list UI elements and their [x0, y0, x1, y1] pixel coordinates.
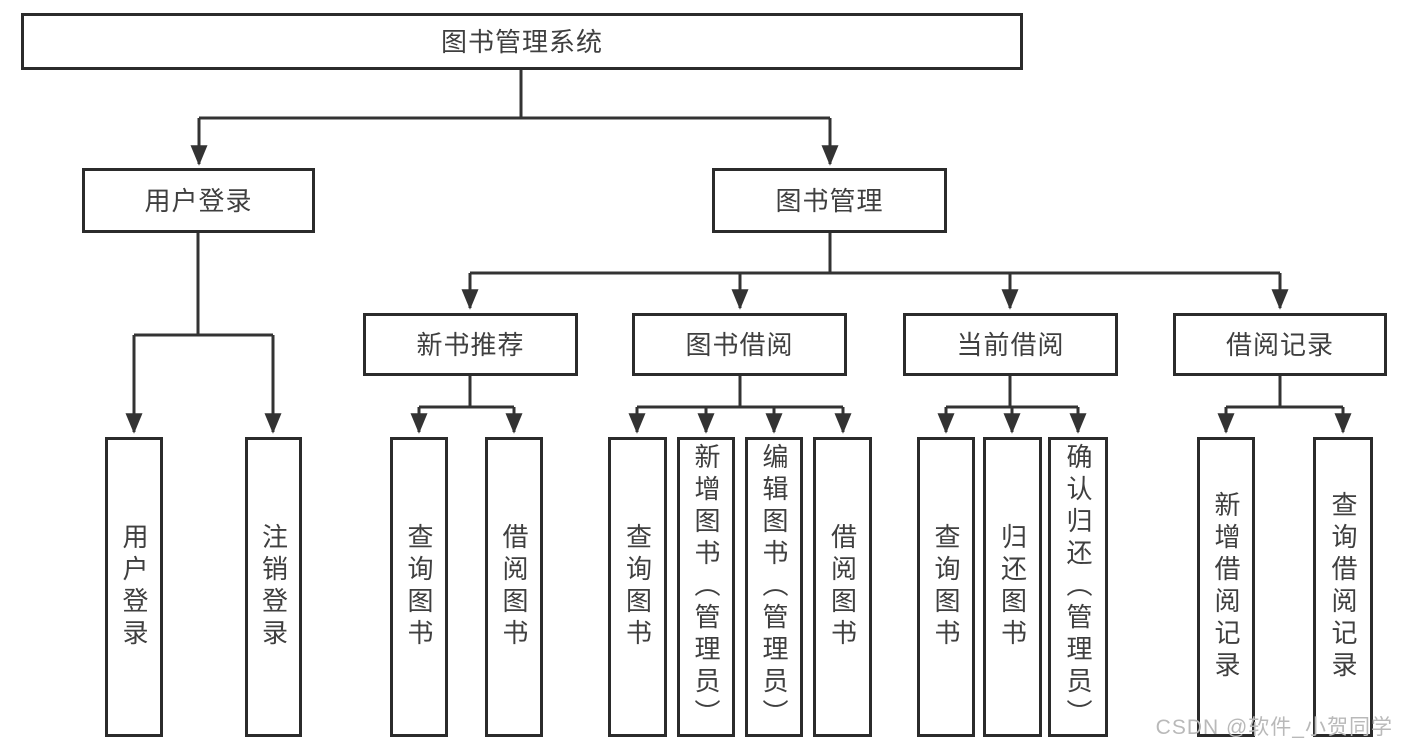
leaf-add-borrow-record: 新增借阅记录: [1197, 437, 1255, 737]
node-new-book-recommendation: 新书推荐: [363, 313, 578, 376]
leaf-logout: 注销登录: [245, 437, 302, 737]
node-user-login: 用户登录: [82, 168, 315, 233]
node-library-management-system: 图书管理系统: [21, 13, 1023, 70]
leaf-query-books-recommend: 查询图书: [390, 437, 448, 737]
node-book-borrowing: 图书借阅: [632, 313, 847, 376]
node-label: 编辑图书（管理员）: [759, 443, 789, 731]
node-label: 查询图书: [404, 523, 434, 651]
csdn-watermark: CSDN @软件_小贺同学: [1155, 716, 1393, 739]
node-label: 用户登录: [119, 523, 149, 651]
node-label: 图书借阅: [685, 329, 794, 360]
node-label: 确认归还（管理员）: [1063, 443, 1093, 731]
leaf-query-books-current: 查询图书: [917, 437, 975, 737]
node-label: 新增借阅记录: [1211, 491, 1241, 683]
node-label: 借阅记录: [1225, 329, 1334, 360]
node-label: 借阅图书: [499, 523, 529, 651]
leaf-query-borrow-record: 查询借阅记录: [1313, 437, 1373, 737]
node-borrowing-records: 借阅记录: [1173, 313, 1387, 376]
node-current-borrowing: 当前借阅: [903, 313, 1118, 376]
node-label: 图书管理系统: [440, 26, 603, 57]
node-label: 新增图书（管理员）: [691, 443, 721, 731]
node-label: 用户登录: [144, 185, 253, 216]
node-label: 当前借阅: [956, 329, 1065, 360]
leaf-borrow-books-recommend: 借阅图书: [485, 437, 543, 737]
node-label: 图书管理: [775, 185, 884, 216]
leaf-edit-books-admin: 编辑图书（管理员）: [745, 437, 803, 737]
leaf-add-books-admin: 新增图书（管理员）: [677, 437, 735, 737]
node-label: 新书推荐: [416, 329, 525, 360]
leaf-confirm-return-admin: 确认归还（管理员）: [1048, 437, 1108, 737]
leaf-query-books-borrow: 查询图书: [608, 437, 667, 737]
node-label: 查询借阅记录: [1328, 491, 1358, 683]
node-label: 借阅图书: [827, 523, 858, 651]
node-label: 归还图书: [997, 523, 1028, 651]
node-label: 查询图书: [931, 523, 961, 651]
node-book-management: 图书管理: [712, 168, 947, 233]
node-label: 注销登录: [258, 523, 289, 651]
leaf-return-books: 归还图书: [983, 437, 1042, 737]
leaf-user-login: 用户登录: [105, 437, 163, 737]
leaf-borrow-books: 借阅图书: [813, 437, 872, 737]
node-label: 查询图书: [622, 523, 653, 651]
